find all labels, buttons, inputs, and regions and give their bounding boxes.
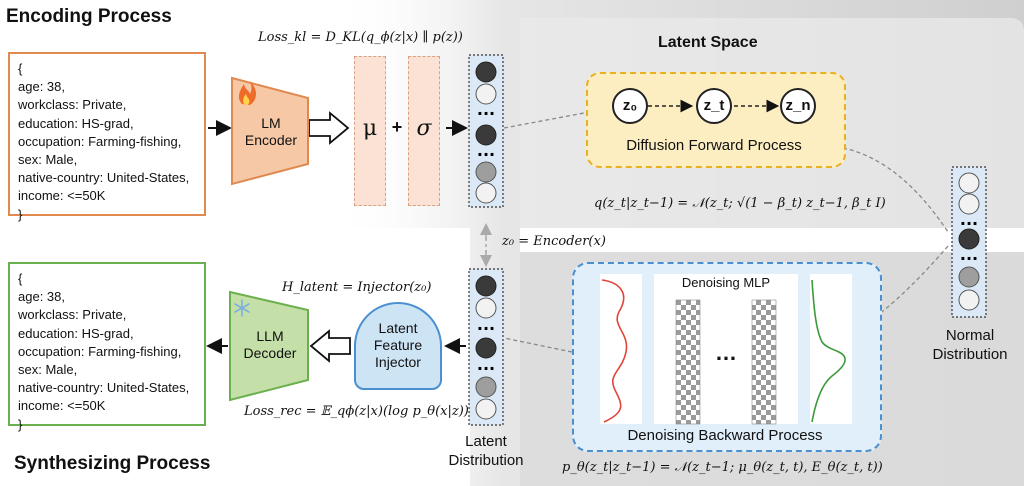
loss-kl-formula: Loss_kl = D_KL(q_ϕ(z|x) ∥ p(z)) [258, 30, 463, 45]
svg-text:···: ··· [960, 249, 978, 268]
h-latent-formula: H_latent = Injector(z₀) [282, 280, 432, 295]
svg-text:···: ··· [477, 145, 495, 164]
input-record: {age: 38,workclass: Private, education: … [8, 52, 206, 222]
clean-distribution-curve [811, 279, 846, 423]
top-latent-vector: ··· ··· [468, 54, 504, 208]
svg-text:···: ··· [960, 214, 978, 233]
synthesizing-process-title: Synthesizing Process [14, 453, 211, 474]
loss-rec-formula: Loss_rec = 𝔼_qϕ(z|x)(log p_θ(x|z)) [244, 404, 469, 419]
sigma-box [408, 56, 440, 206]
output-record: {age: 38,workclass: Private, education: … [8, 262, 206, 432]
bottom-latent-vector: ··· ··· [468, 268, 504, 426]
svg-text:···: ··· [477, 319, 495, 338]
mu-symbol: μ [362, 116, 378, 141]
svg-text:···: ··· [477, 359, 495, 378]
lm-encoder-shape [231, 76, 309, 186]
denoising-mlp-label: Denoising MLP [681, 275, 771, 290]
fire-icon [238, 82, 256, 105]
diffusion-node-zn: z_n [785, 97, 811, 114]
noisy-distribution-curve [601, 279, 628, 423]
denoising-backward-label: Denoising Backward Process [627, 427, 823, 444]
normal-distribution-vector: ··· ··· [951, 166, 987, 318]
denoising-dots: … [715, 340, 737, 365]
diffusion-node-z0: z₀ [622, 97, 638, 114]
diffusion-chain [612, 88, 816, 124]
llm-decoder-shape [229, 290, 309, 402]
diffusion-node-zt: z_t [703, 97, 725, 114]
svg-text:···: ··· [477, 104, 495, 123]
diffusion-forward-label: Diffusion Forward Process [626, 137, 802, 154]
forward-process-formula: q(z_t|z_t−1) = 𝒩(z_t; √(1 − β_t) z_t−1, … [594, 196, 886, 211]
sigma-symbol: σ [416, 116, 432, 141]
backward-process-formula: p_θ(z_t|z_t−1) = 𝒩(z_t−1; μ_θ(z_t, t), E… [562, 460, 883, 475]
encoding-process-title: Encoding Process [6, 6, 172, 27]
latent-space-title: Latent Space [658, 34, 758, 51]
snowflake-icon [234, 299, 250, 317]
plus-symbol: + [391, 117, 403, 137]
z0-encoder-formula: z₀ = Encoder(x) [502, 234, 606, 249]
mu-box [354, 56, 386, 206]
latent-feature-injector [354, 302, 442, 390]
denoising-content [600, 274, 852, 425]
